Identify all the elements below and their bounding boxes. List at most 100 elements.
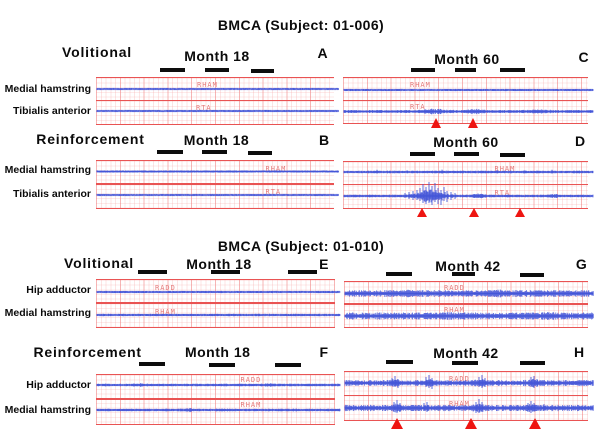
panel-letter-a: A bbox=[317, 44, 328, 61]
channel-label-tibialis-anterior-a: Tibialis anterior bbox=[13, 104, 91, 117]
response-marker-triangle bbox=[469, 205, 479, 217]
month-label-panel-h: Month 42 bbox=[433, 344, 499, 361]
effort-command-bar bbox=[138, 362, 165, 367]
emg-panel-e bbox=[96, 278, 335, 328]
emg-trace-svg bbox=[342, 88, 593, 115]
trace-code-label: RADD bbox=[240, 376, 262, 385]
trace-code-label: RADD bbox=[449, 374, 470, 383]
emg-trace-svg bbox=[96, 169, 339, 197]
trace-code-label: RADD bbox=[444, 284, 465, 293]
emg-panel-b bbox=[96, 159, 334, 209]
grid-midline bbox=[96, 183, 334, 185]
grid-midline bbox=[96, 100, 334, 102]
effort-command-bar bbox=[138, 269, 167, 274]
effort-command-bar bbox=[160, 68, 185, 73]
effort-command-bar bbox=[454, 152, 479, 157]
panel-letter-f: F bbox=[319, 343, 329, 360]
emg-panel-f bbox=[96, 373, 335, 425]
effort-command-bar bbox=[500, 152, 525, 157]
effort-command-bar bbox=[520, 361, 545, 366]
response-marker-triangle bbox=[465, 415, 477, 429]
response-marker-triangle bbox=[467, 115, 478, 128]
effort-command-bar bbox=[205, 68, 229, 73]
trace-code-label: RHAM bbox=[494, 165, 516, 174]
channel-label-medial-hamstring-b: Medial hamstring bbox=[4, 163, 91, 176]
grid-midline bbox=[342, 183, 588, 186]
response-marker-triangle bbox=[390, 415, 403, 429]
emg-panel-a bbox=[96, 77, 334, 125]
condition-volitional-s1: Volitional bbox=[62, 44, 132, 60]
trace-code-label: RTA bbox=[494, 189, 511, 198]
effort-command-bar bbox=[275, 363, 301, 368]
emg-panel-h bbox=[343, 370, 588, 421]
trace-code-label: RADD bbox=[155, 284, 176, 292]
month-label-panel-d: Month 60 bbox=[433, 133, 499, 150]
emg-panel-d bbox=[342, 160, 588, 209]
response-marker-triangle bbox=[417, 205, 427, 217]
response-marker-triangle bbox=[528, 415, 541, 429]
trace-code-label: RHAM bbox=[410, 81, 431, 90]
trace-code-label: RHAM bbox=[449, 400, 470, 409]
effort-command-bar bbox=[288, 270, 317, 275]
effort-command-bar bbox=[202, 150, 227, 155]
effort-command-bar bbox=[157, 149, 183, 154]
panel-letter-d: D bbox=[574, 132, 586, 149]
emg-spike-marks bbox=[376, 169, 554, 174]
section1-title: BMCA (Subject: 01-006) bbox=[217, 16, 385, 33]
effort-command-bar bbox=[455, 68, 476, 73]
channel-label-medial-hamstring-e: Medial hamstring bbox=[4, 307, 91, 319]
effort-command-bar bbox=[452, 360, 478, 365]
channel-label-hip-adductor-f: Hip adductor bbox=[26, 378, 91, 391]
panel-letter-b: B bbox=[318, 131, 330, 148]
effort-command-bar bbox=[248, 150, 272, 155]
effort-command-bar bbox=[452, 272, 475, 277]
grid-midline bbox=[96, 302, 335, 304]
channel-label-tibialis-anterior-b: Tibialis anterior bbox=[13, 188, 91, 200]
month-label-panel-a: Month 18 bbox=[184, 47, 250, 64]
trace-code-label: RHAM bbox=[444, 306, 465, 315]
month-label-panel-c: Month 60 bbox=[434, 51, 500, 67]
panel-letter-c: C bbox=[578, 48, 589, 65]
emg-trace-svg bbox=[96, 289, 341, 317]
trace-code-label: RTA bbox=[265, 188, 282, 197]
emg-trace-svg bbox=[96, 382, 341, 412]
month-label-panel-e: Month 18 bbox=[186, 256, 252, 272]
grid-midline bbox=[343, 394, 588, 397]
month-label-panel-f: Month 18 bbox=[184, 344, 251, 361]
effort-command-bar bbox=[386, 360, 413, 365]
emg-panel-c bbox=[342, 77, 588, 124]
response-marker-triangle bbox=[514, 205, 525, 217]
panel-letter-e: E bbox=[319, 255, 329, 272]
grid-midline bbox=[96, 398, 335, 400]
effort-command-bar bbox=[211, 269, 240, 274]
trace-code-label: RHAM bbox=[197, 81, 218, 90]
panel-letter-g: G bbox=[575, 256, 587, 272]
emg-trace-svg bbox=[343, 289, 594, 320]
section2-title: BMCA (Subject: 01-010) bbox=[217, 238, 385, 254]
condition-reinforcement-s1: Reinforcement bbox=[36, 130, 145, 147]
channel-label-hip-adductor-e: Hip adductor bbox=[26, 284, 91, 296]
emg-trace-svg bbox=[343, 374, 594, 413]
emg-trace-svg bbox=[342, 169, 593, 205]
effort-command-bar bbox=[500, 68, 525, 73]
channel-label-medial-hamstring-f: Medial hamstring bbox=[4, 403, 91, 416]
trace-code-label: RHAM bbox=[265, 164, 287, 173]
emg-spike-marks bbox=[393, 398, 546, 413]
response-marker-triangle bbox=[431, 115, 441, 128]
effort-command-bar bbox=[520, 272, 544, 277]
effort-command-bar bbox=[409, 152, 435, 157]
channel-label-medial-hamstring-a: Medial hamstring bbox=[4, 82, 91, 95]
emg-spike-marks bbox=[391, 374, 539, 389]
emg-trace-svg bbox=[96, 87, 339, 113]
month-label-panel-b: Month 18 bbox=[183, 132, 250, 149]
month-label-panel-g: Month 42 bbox=[435, 258, 501, 275]
emg-spike-marks bbox=[404, 181, 484, 205]
effort-command-bar bbox=[209, 362, 235, 367]
trace-code-label: RTA bbox=[196, 103, 212, 112]
effort-command-bar bbox=[251, 68, 274, 73]
effort-command-bar bbox=[386, 272, 412, 277]
trace-code-label: RHAM bbox=[155, 307, 176, 316]
effort-command-bar bbox=[411, 67, 435, 72]
trace-code-label: RTA bbox=[410, 102, 426, 111]
